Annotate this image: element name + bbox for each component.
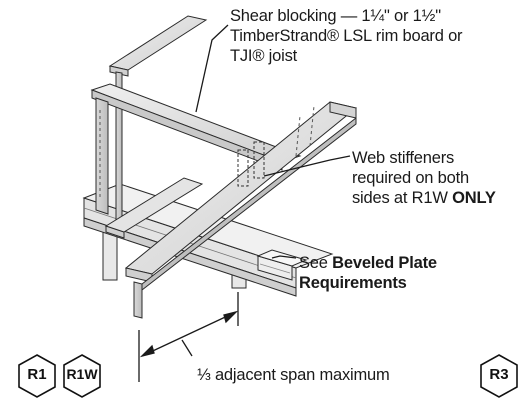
- hexagon-icon: [63, 354, 101, 398]
- beveled-plate: [256, 249, 308, 281]
- web-stiffeners-line-3: sides at R1W ONLY: [352, 188, 502, 208]
- web-stiffeners-line-2: required on both: [352, 169, 469, 187]
- beveled-plate-requirements-text: Requirements: [299, 274, 407, 292]
- support-post-left: [102, 231, 118, 281]
- web-stiffeners-only-text: ONLY: [452, 189, 496, 207]
- web-stiffener-right: [253, 141, 265, 179]
- badge-r3-label: R3: [489, 366, 509, 383]
- detail-drawing: Shear blocking — 1¼" or 1½" TimberStrand…: [16, 6, 518, 399]
- shear-blocking-line-2: TimberStrand® LSL rim board or: [230, 27, 463, 45]
- badge-r3: R3: [478, 353, 518, 399]
- back-joist: [104, 15, 208, 239]
- web-stiffeners-sides-text: sides at R1W: [352, 189, 453, 207]
- shear-blocking-line-1: Shear blocking — 1¼" or 1½": [230, 7, 441, 25]
- shear-blocking: [90, 83, 302, 215]
- leader-lines: [195, 24, 351, 259]
- badge-r1-label: R1: [27, 366, 47, 383]
- web-stiffener-left: [237, 149, 249, 187]
- beveled-plate-callout: See Beveled Plate Requirements: [299, 253, 499, 293]
- beveled-plate-line-2: Requirements: [299, 273, 499, 293]
- web-stiffeners-line-1: Web stiffeners: [352, 149, 455, 167]
- beveled-plate-title-text: Beveled Plate: [332, 254, 437, 272]
- badge-r1w: R1W: [61, 353, 103, 399]
- shear-blocking-callout: Shear blocking — 1¼" or 1½" TimberStrand…: [230, 6, 500, 66]
- span-dimension-label: ⅓ adjacent span maximum: [197, 366, 390, 384]
- badge-r1: R1: [16, 353, 58, 399]
- main-joist: [124, 101, 358, 319]
- span-dimension: [138, 292, 239, 382]
- beveled-plate-line-1: See Beveled Plate: [299, 253, 499, 273]
- hexagon-icon: [18, 354, 56, 398]
- framing-illustration: [82, 15, 358, 382]
- badge-r1w-label: R1W: [66, 366, 98, 382]
- beveled-plate-see-text: See: [299, 254, 333, 272]
- shear-blocking-line-3: TJI® joist: [230, 47, 297, 65]
- web-stiffeners-callout: Web stiffeners required on both sides at…: [352, 148, 502, 208]
- hexagon-icon: [480, 354, 518, 398]
